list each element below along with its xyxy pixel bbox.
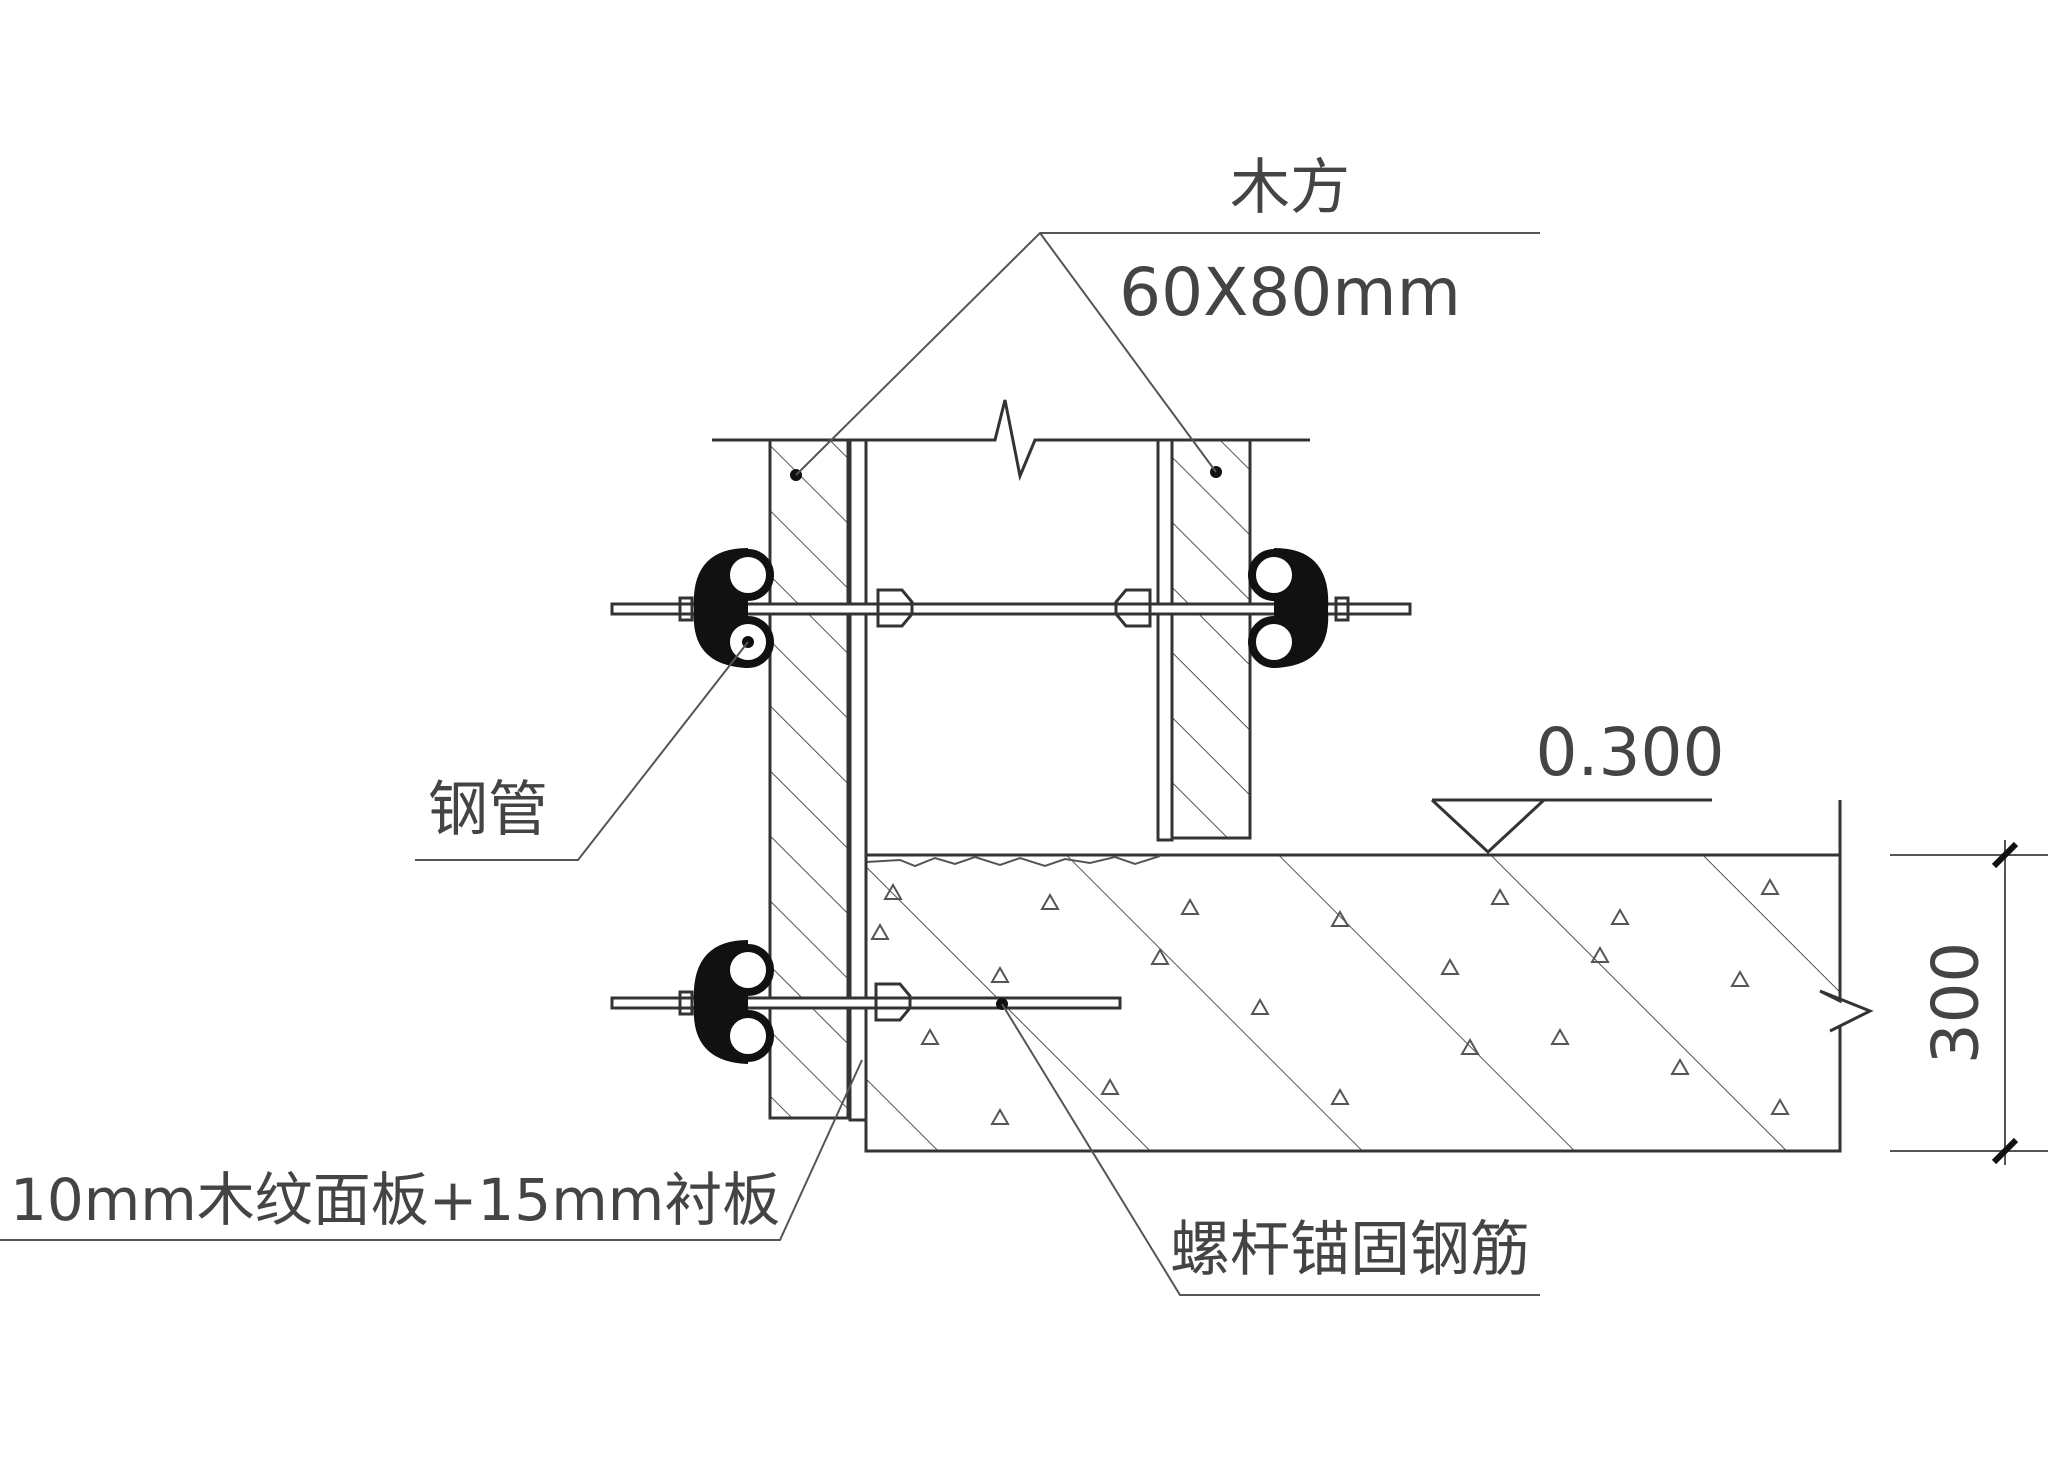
label-timber: 木方 [1230,153,1350,223]
aggregate-marks [870,877,1790,1125]
top-break-line [712,399,1310,482]
label-panel: 10mm木纹面板+15mm衬板 [10,1166,780,1234]
steel-pipe-icon [1248,549,1300,601]
label-steel-pipe: 钢管 [428,775,548,845]
right-timber-hatch [1172,440,1250,838]
left-timber-hatch [770,440,848,1118]
steel-pipe-icon [722,1010,774,1062]
right-formwork [1156,438,1252,842]
steel-pipe-icon [722,944,774,996]
elevation-triangle [1430,798,1546,855]
upper-nut-right [1334,596,1350,622]
elevation-mark [1430,798,1842,855]
tie-rod-upper [610,588,1412,628]
slab-outline [864,853,1874,1153]
leader-timber-right [1039,232,1217,473]
leader-panel [0,1059,863,1241]
upper-nut-left [678,596,694,622]
dim-tick-top [1991,841,2019,869]
label-timber-size: 60X80mm [1119,254,1461,331]
dim-tick-bottom [1991,1137,2019,1165]
clamp-upper-right [1248,548,1329,668]
left-formwork [768,438,868,1122]
label-elevation: 0.300 [1536,714,1725,791]
steel-pipe-icon [722,549,774,601]
steel-pipe-icon [1248,616,1300,668]
concrete-rough-top [865,855,1161,868]
lower-rod [610,996,1122,1010]
upper-cone-right [1114,588,1152,628]
leader-lines [0,232,1540,1296]
clamp-lower-left [693,940,774,1064]
upper-rod [610,602,1412,616]
upper-cone-left [876,588,914,628]
dimension-300 [1890,840,2048,1165]
lower-cone [874,982,912,1022]
label-dimension: 300 [1920,942,1994,1064]
left-panel-board [848,438,868,1122]
leader-steel-pipe [415,641,749,861]
label-anchor: 螺杆锚固钢筋 [1170,1215,1530,1285]
right-panel-board [1156,438,1174,842]
clamp-upper-left [693,548,774,668]
leader-anchor [1001,1003,1540,1296]
lower-nut [678,990,694,1016]
